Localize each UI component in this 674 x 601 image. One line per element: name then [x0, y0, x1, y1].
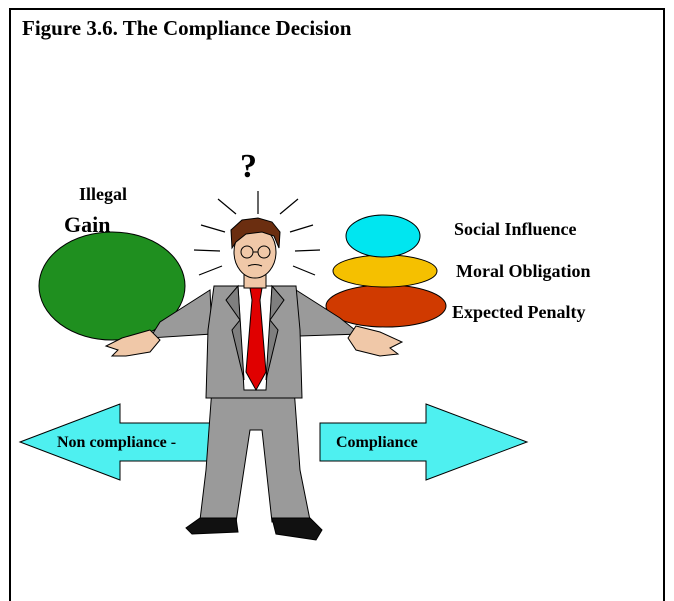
right-hand [347, 325, 404, 357]
tie [245, 287, 267, 392]
figure-title: Figure 3.6. The Compliance Decision [22, 16, 352, 40]
businessman-figure [104, 217, 404, 541]
moral-obligation-ellipse [332, 254, 438, 288]
left-hand [104, 329, 161, 357]
social-influence-label: Social Influence [454, 219, 577, 239]
right-shoe [271, 517, 323, 541]
figure-frame [9, 8, 665, 601]
left-lapel [225, 284, 245, 381]
expected-penalty-label: Expected Penalty [452, 302, 586, 322]
moral-obligation-label: Moral Obligation [456, 261, 591, 281]
hair [230, 217, 281, 250]
left-shoe [185, 517, 239, 535]
right-lapel [265, 284, 285, 381]
confusion-lines [193, 191, 321, 276]
compliance-label: Compliance [336, 434, 418, 451]
illegal-gain-ellipse [38, 231, 186, 341]
social-influence-ellipse [345, 214, 421, 258]
illegal-label: Illegal [79, 184, 127, 204]
non-compliance-label: Non compliance - [57, 434, 177, 451]
question-mark: ? [240, 148, 257, 185]
trousers [199, 387, 311, 523]
gain-label: Gain [64, 212, 111, 237]
compliance-arrow [319, 403, 529, 481]
